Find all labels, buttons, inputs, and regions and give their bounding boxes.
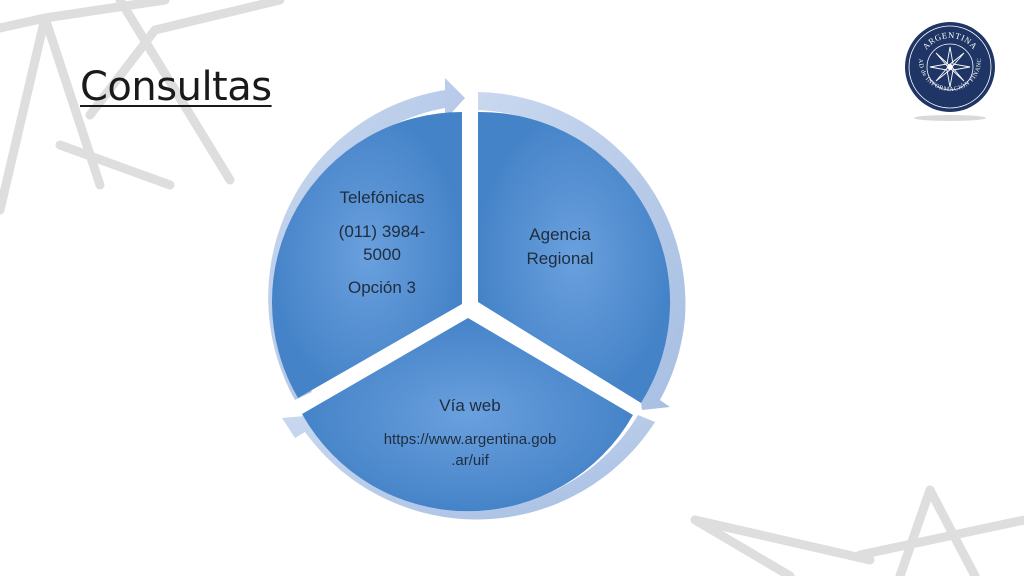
segment-regional-line-1: Agencia <box>529 225 591 244</box>
cycle-arrow-right <box>478 92 686 410</box>
cycle-diagram: Agencia Regional Vía web https://www.arg… <box>268 78 686 520</box>
segment-phone-line-3: 5000 <box>363 245 401 264</box>
segment-web-line-3: .ar/uif <box>451 452 489 469</box>
segment-phone-line-4: Opción 3 <box>348 278 416 297</box>
segment-web-line-2: https://www.argentina.gob <box>384 431 557 448</box>
segment-agencia-regional <box>478 111 671 404</box>
compass-star-icon <box>929 46 971 88</box>
cycle-segments <box>271 111 671 512</box>
uif-seal-logo: ARGENTINA UNIDAD de INFORMACIÓN FINANCIE… <box>903 20 995 121</box>
cycle-arrow-bottom <box>282 415 655 520</box>
segment-phone-line-2: (011) 3984- <box>339 222 426 241</box>
segment-via-web <box>302 318 633 512</box>
segment-telefonicas <box>271 112 462 398</box>
segment-regional-line-2: Regional <box>526 249 593 268</box>
page-title: Consultas <box>80 64 272 110</box>
segment-phone-line-1: Telefónicas <box>339 188 424 207</box>
segment-web-line-1: Vía web <box>439 396 500 415</box>
